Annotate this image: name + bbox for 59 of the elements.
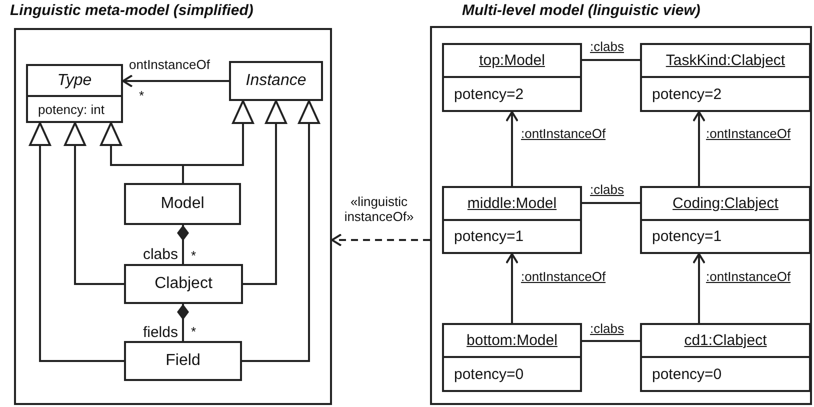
multiplicity-label: * [190, 248, 198, 263]
arrow [692, 111, 706, 186]
panel-title: Multi-level model (linguistic view) [462, 2, 700, 19]
edge-label: :ontInstanceOf [520, 269, 607, 284]
edge-label: «linguistic instanceOf» [343, 194, 415, 224]
attribute-text: potency=0 [454, 366, 524, 382]
link-line [582, 202, 640, 204]
attribute-text: potency=1 [454, 228, 524, 245]
link-line [582, 340, 640, 342]
class-name: top:Model [479, 52, 545, 69]
class-name: TaskKind:Clabject [666, 52, 786, 69]
class-box [124, 183, 241, 225]
link-line [582, 59, 640, 61]
edge-label: :ontInstanceOf [705, 126, 792, 141]
class-box [640, 186, 811, 254]
class-box [124, 341, 242, 381]
panel-title: Linguistic meta-model (simplified) [10, 2, 254, 19]
generalization-arrow [242, 100, 320, 362]
class-name: Field [166, 352, 200, 370]
generalization-arrow [64, 122, 124, 285]
class-name: Instance [246, 72, 306, 90]
attribute-text: potency=2 [652, 86, 722, 102]
class-box [640, 43, 811, 112]
multiplicity-label: * [138, 88, 146, 103]
class-name: bottom:Model [466, 332, 558, 349]
class-name: cd1:Clabject [684, 332, 767, 349]
class-box [124, 264, 243, 304]
class-box [442, 186, 582, 254]
class-box [26, 64, 123, 123]
class-name: Type [57, 72, 92, 90]
generalization-arrow [182, 100, 254, 183]
class-name: Coding:Clabject [672, 195, 778, 212]
composition-line [177, 304, 189, 341]
arrow [692, 253, 706, 323]
composition-line [177, 225, 189, 264]
generalization-arrow [243, 100, 287, 285]
arrow [122, 74, 229, 88]
attribute-text: potency=1 [652, 228, 722, 245]
class-name: Clabject [154, 275, 212, 293]
edge-label: :clabs [589, 39, 625, 54]
class-box [640, 323, 811, 392]
edge-label: :clabs [589, 321, 625, 336]
class-box [442, 43, 582, 112]
edge-label: ontInstanceOf [128, 57, 211, 72]
generalization-arrow [29, 122, 124, 362]
class-box [442, 323, 582, 392]
arrow [506, 253, 518, 323]
multiplicity-label: * [190, 324, 198, 339]
edge-label: :ontInstanceOf [705, 269, 792, 284]
arrow [331, 234, 430, 246]
arrow [506, 111, 518, 186]
edge-label: :clabs [589, 182, 625, 197]
attribute-text: potency=0 [652, 366, 722, 382]
class-name: Model [160, 195, 204, 213]
class-box [229, 61, 323, 101]
edge-label: :ontInstanceOf [520, 126, 607, 141]
class-name: middle:Model [467, 195, 557, 212]
attribute-text: potency=2 [454, 86, 524, 102]
attribute-text: potency: int [38, 102, 104, 116]
